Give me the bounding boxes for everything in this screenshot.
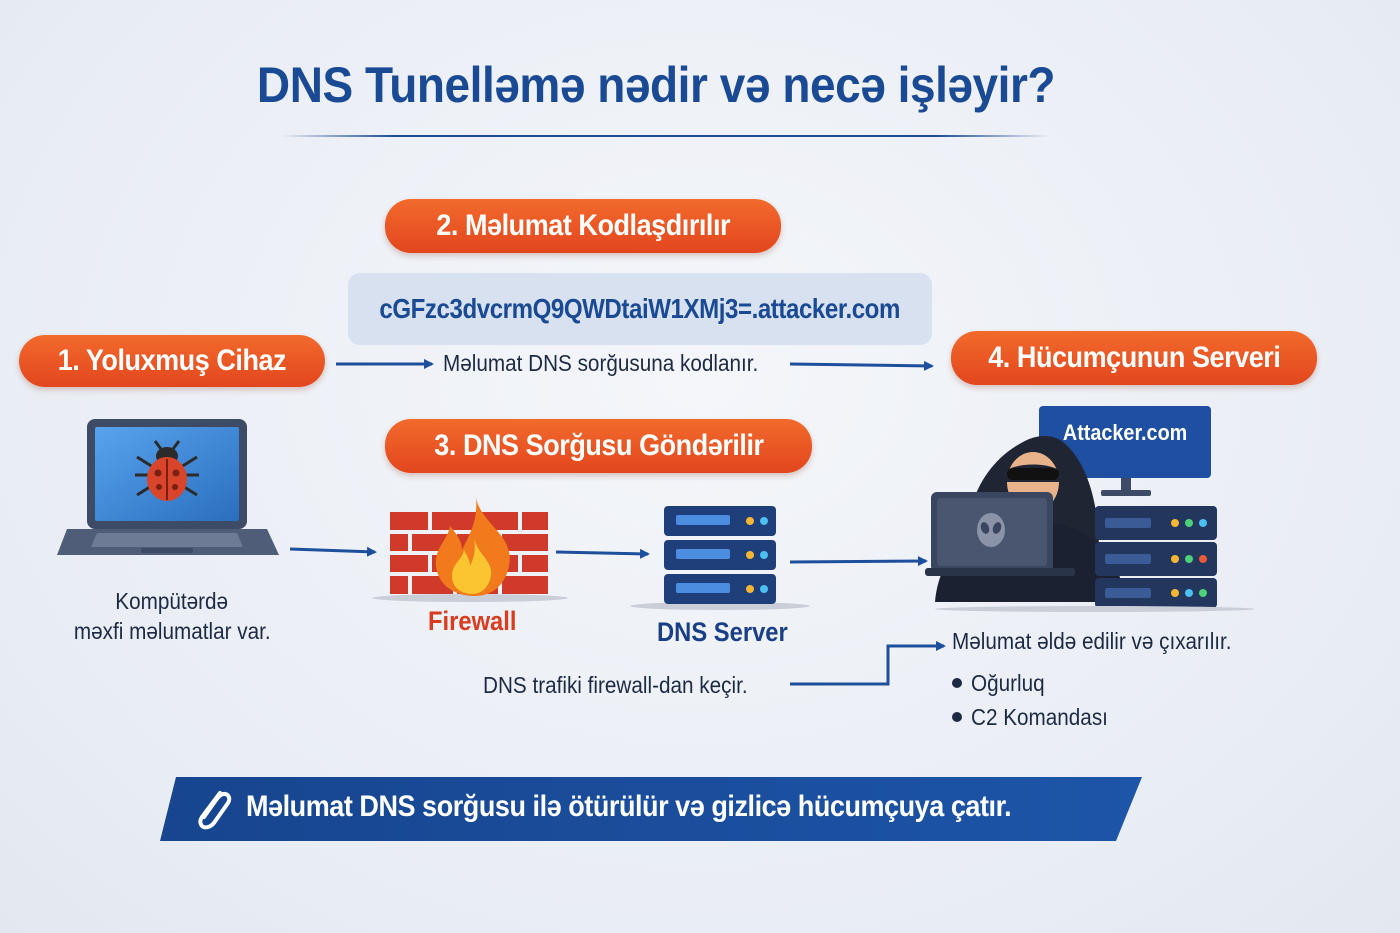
paperclip-icon xyxy=(198,791,232,830)
device-caption: Kompütərdə məxfi məlumatlar var. xyxy=(73,588,271,644)
result-heading: Məlumat əldə edilir və çıxarılır. xyxy=(952,628,1232,654)
step-3-label: 3. DNS Sorğusu Göndərilir xyxy=(433,429,764,462)
server-icon xyxy=(630,506,810,610)
encode-note: Məlumat DNS sorğusuna kodlanır. xyxy=(443,350,759,376)
arrow-firewall-note xyxy=(790,641,946,686)
step-2-label: 2. Məlumat Kodlaşdırılır xyxy=(436,209,730,242)
step-4-label: 4. Hücumçunun Serveri xyxy=(987,341,1281,374)
step-3-pill: 3. DNS Sorğusu Göndərilir xyxy=(385,419,812,473)
laptop-icon xyxy=(57,419,279,555)
title-divider xyxy=(280,135,1050,137)
result-list: Oğurluq C2 Komandası xyxy=(952,666,1123,734)
step-2-pill: 2. Məlumat Kodlaşdırılır xyxy=(385,199,781,253)
encoded-query-text: cGFzc3dvcrmQ9QWDtaiW1XMj3=.attacker.com xyxy=(379,293,901,324)
page-title: DNS Tunelləmə nədir və necə işləyir? xyxy=(256,57,1056,113)
firewall-icon xyxy=(372,498,568,602)
arrow-firewall-dns xyxy=(555,548,650,559)
step-1-pill: 1. Yoluxmuş Cihaz xyxy=(19,335,325,387)
hacker-icon xyxy=(925,406,1255,612)
monitor-icon xyxy=(1039,406,1211,496)
step-4-pill: 4. Hücumçunun Serveri xyxy=(951,331,1317,385)
firewall-label: Firewall xyxy=(428,606,517,636)
arrow-dns-attacker xyxy=(789,556,928,567)
summary-banner-text: Məlumat DNS sorğusu ilə ötürülür və gizl… xyxy=(246,790,1012,823)
encoded-query-box: cGFzc3dvcrmQ9QWDtaiW1XMj3=.attacker.com xyxy=(348,273,932,345)
dns-server-label: DNS Server xyxy=(657,617,788,647)
flame-icon xyxy=(435,498,510,596)
list-item: Oğurluq xyxy=(952,666,1123,700)
arrow-laptop-firewall xyxy=(289,546,377,557)
monitor-label: Attacker.com xyxy=(1062,420,1188,445)
list-item: C2 Komandası xyxy=(952,700,1123,734)
bug-icon xyxy=(135,440,199,501)
firewall-note: DNS trafiki firewall-dan keçir. xyxy=(483,672,748,698)
step-1-label: 1. Yoluxmuş Cihaz xyxy=(57,344,287,377)
summary-banner xyxy=(160,777,1142,841)
alien-icon xyxy=(977,513,1005,547)
arrow-encode-right xyxy=(789,360,934,371)
